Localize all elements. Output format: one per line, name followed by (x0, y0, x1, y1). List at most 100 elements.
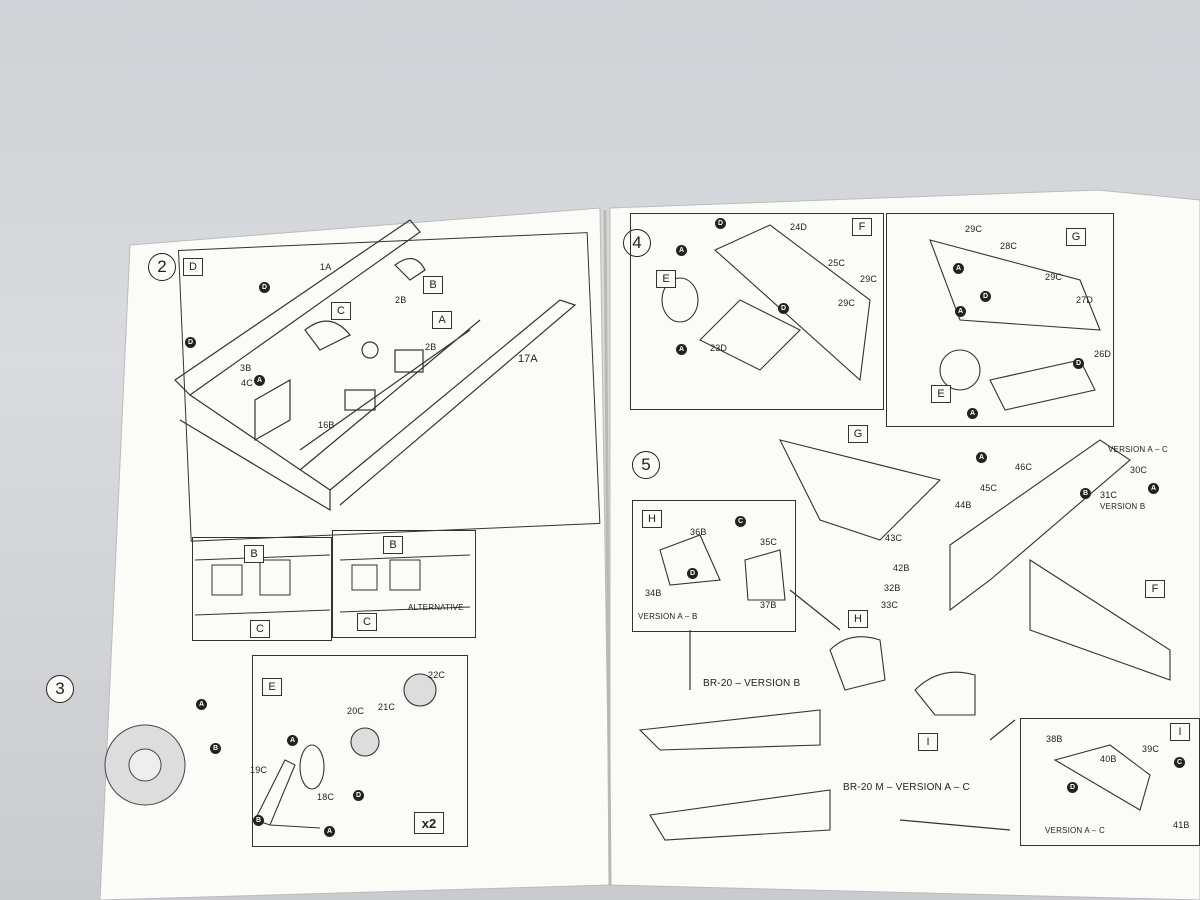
part-28c: 28C (1000, 241, 1018, 251)
part-39c: 39C (1142, 744, 1160, 754)
part-23d: 23D (710, 343, 728, 353)
callout-dot-d: D (715, 218, 726, 229)
part-32b: 32B (884, 583, 901, 593)
callout-dot-c: C (1174, 757, 1185, 768)
variant-br20-version-b: BR-20 – VERSION B (703, 678, 801, 689)
callout-dot-d: D (980, 291, 991, 302)
part-19c: 19C (250, 765, 268, 775)
part-36b: 36B (690, 527, 707, 537)
version-b-label: VERSION B (1100, 502, 1146, 511)
panel-d-tag: D (183, 258, 203, 276)
panel-g-tag: G (1066, 228, 1086, 246)
part-2b-top: 2B (395, 295, 407, 305)
part-45c: 45C (980, 483, 998, 493)
main-tag-h: H (848, 610, 868, 628)
panel-f-frame (630, 213, 884, 410)
part-18c: 18C (317, 792, 335, 802)
main-tag-g: G (848, 425, 868, 443)
part-3b: 3B (240, 363, 252, 373)
callout-dot-a: A (955, 306, 966, 317)
part-27d: 27D (1076, 295, 1094, 305)
part-2b-mid: 2B (425, 342, 437, 352)
step-5-number: 5 (632, 451, 660, 479)
engine-dot-b: B (210, 743, 221, 754)
step-3-number: 3 (46, 675, 74, 703)
panel-g-frame (886, 213, 1114, 427)
panel-d-letter-a: A (432, 311, 452, 329)
part-43c: 43C (885, 533, 903, 543)
callout-dot-a: A (254, 375, 265, 386)
callout-dot-a: A (953, 263, 964, 274)
alt-right-letter-b: B (383, 536, 403, 554)
callout-dot-a: A (676, 245, 687, 256)
part-29c: 29C (1045, 272, 1063, 282)
part-16b: 16B (318, 420, 335, 430)
part-42b: 42B (893, 563, 910, 573)
step-4-number: 4 (623, 229, 651, 257)
part-1a: 1A (320, 262, 332, 272)
step-2-number: 2 (148, 253, 176, 281)
callout-dot-d: D (185, 337, 196, 348)
callout-dot-a: A (1148, 483, 1159, 494)
panel-f-tag: F (852, 218, 872, 236)
callout-dot-d: D (1067, 782, 1078, 793)
part-41b: 41B (1173, 820, 1190, 830)
part-22c: 22C (428, 670, 446, 680)
panel-e-frame (252, 655, 468, 847)
main-tag-f: F (1145, 580, 1165, 598)
part-38b: 38B (1046, 734, 1063, 744)
callout-dot-a: A (324, 826, 335, 837)
part-21c: 21C (378, 702, 396, 712)
part-37b: 37B (760, 600, 777, 610)
version-ac-label: VERSION A – C (1108, 445, 1168, 454)
alt-left-letter-c: C (250, 620, 270, 638)
part-31c: 31C (1100, 490, 1118, 500)
part-4c: 4C (241, 378, 253, 388)
alternative-caption: ALTERNATIVE (408, 603, 464, 612)
callout-dot-c: C (735, 516, 746, 527)
alt-panel-right-frame (332, 530, 476, 638)
panel-d-letter-b: B (423, 276, 443, 294)
part-24d: 24D (790, 222, 808, 232)
callout-dot-b: B (1080, 488, 1091, 499)
alt-right-letter-c: C (357, 613, 377, 631)
callout-dot-a: A (976, 452, 987, 463)
panel-h-frame (632, 500, 796, 632)
panel-f-tag-e: E (656, 270, 676, 288)
part-46c: 46C (1015, 462, 1033, 472)
step-number-text: 3 (55, 679, 65, 698)
part-29c: 29C (860, 274, 878, 284)
alt-left-letter-b: B (244, 545, 264, 563)
panel-i-tag: I (1170, 723, 1190, 741)
panel-e-tag: E (262, 678, 282, 696)
version-ab-caption: VERSION A – B (638, 612, 698, 621)
callout-dot-d: D (687, 568, 698, 579)
panel-d-letter-c: C (331, 302, 351, 320)
panel-g-tag-e: E (931, 385, 951, 403)
callout-dot-a: A (967, 408, 978, 419)
variant-br20m-version-ac: BR-20 M – VERSION A – C (843, 782, 970, 793)
callout-dot-d: D (778, 303, 789, 314)
part-35c: 35C (760, 537, 778, 547)
main-tag-i: I (918, 733, 938, 751)
version-ac-caption: VERSION A – C (1045, 826, 1105, 835)
callout-dot-a: A (676, 344, 687, 355)
part-25c: 25C (828, 258, 846, 268)
callout-dot-d: D (353, 790, 364, 801)
part-20c: 20C (347, 706, 365, 716)
alt-panel-left-frame (192, 537, 332, 641)
step-number-text: 4 (632, 233, 642, 252)
part-34b: 34B (645, 588, 662, 598)
part-44b: 44B (955, 500, 972, 510)
part-40b: 40B (1100, 754, 1117, 764)
part-33c: 33C (881, 600, 899, 610)
panel-h-tag: H (642, 510, 662, 528)
part-29c: 29C (838, 298, 856, 308)
step-number-text: 2 (157, 257, 167, 276)
part-26d: 26D (1094, 349, 1112, 359)
callout-dot-a: A (287, 735, 298, 746)
part-30c: 30C (1130, 465, 1148, 475)
part-29c: 29C (965, 224, 983, 234)
callout-dot-d: D (1073, 358, 1084, 369)
